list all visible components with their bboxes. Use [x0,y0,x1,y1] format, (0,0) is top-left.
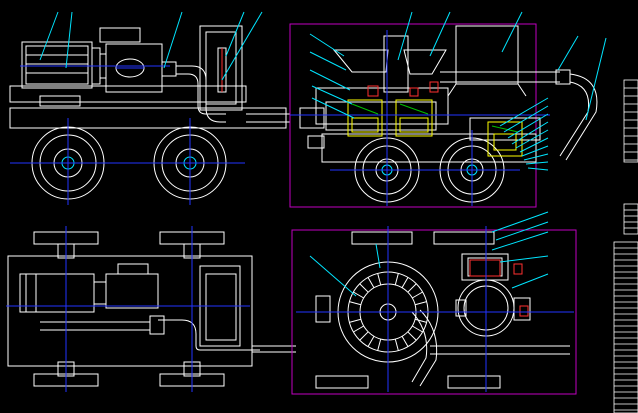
hatch-lines [351,103,519,133]
sectioned-components [347,99,523,157]
drum-fin [349,318,362,323]
drum-fin [411,325,423,333]
plan-view-left [6,226,296,392]
drum-fin [359,283,369,293]
side-elevation-left [9,11,290,205]
view-frame-bottom-right [291,229,577,395]
drum-fin [377,273,382,286]
hopper [332,49,389,73]
drum-fin [414,318,427,323]
control-box [199,25,243,111]
leaders-plan-right [309,211,549,297]
drum-fin [353,291,365,299]
leaders-left [39,11,263,81]
drum-fin [401,335,409,347]
drum-fin [394,273,399,286]
drum-fin [349,301,362,306]
drum-fin [411,291,423,299]
title-block [613,79,638,413]
drum-fin [394,338,399,351]
drum-fin [377,338,382,351]
drum-fin [367,335,375,347]
drum-fin [407,331,417,341]
drum-fin [407,283,417,293]
drum-fin [367,277,375,289]
drum-fin [401,277,409,289]
tank [455,25,519,85]
outlet-pipe [419,309,438,387]
accent-parts [367,81,439,97]
drum-fin [414,301,427,306]
centerlines-right [290,30,550,206]
cart-platform [9,85,290,129]
drum-fins [348,272,428,352]
centerlines-left [10,65,245,205]
drum-fin [353,325,365,333]
pump-unit [99,27,177,93]
leaders-right [309,11,607,171]
centerlines-plan-left [6,226,250,392]
drum-fin [359,331,369,341]
accent-parts-plan [469,259,529,317]
plan-view-right [291,211,577,395]
centerlines-plan-right [296,226,574,392]
side-elevation-right [289,11,607,208]
